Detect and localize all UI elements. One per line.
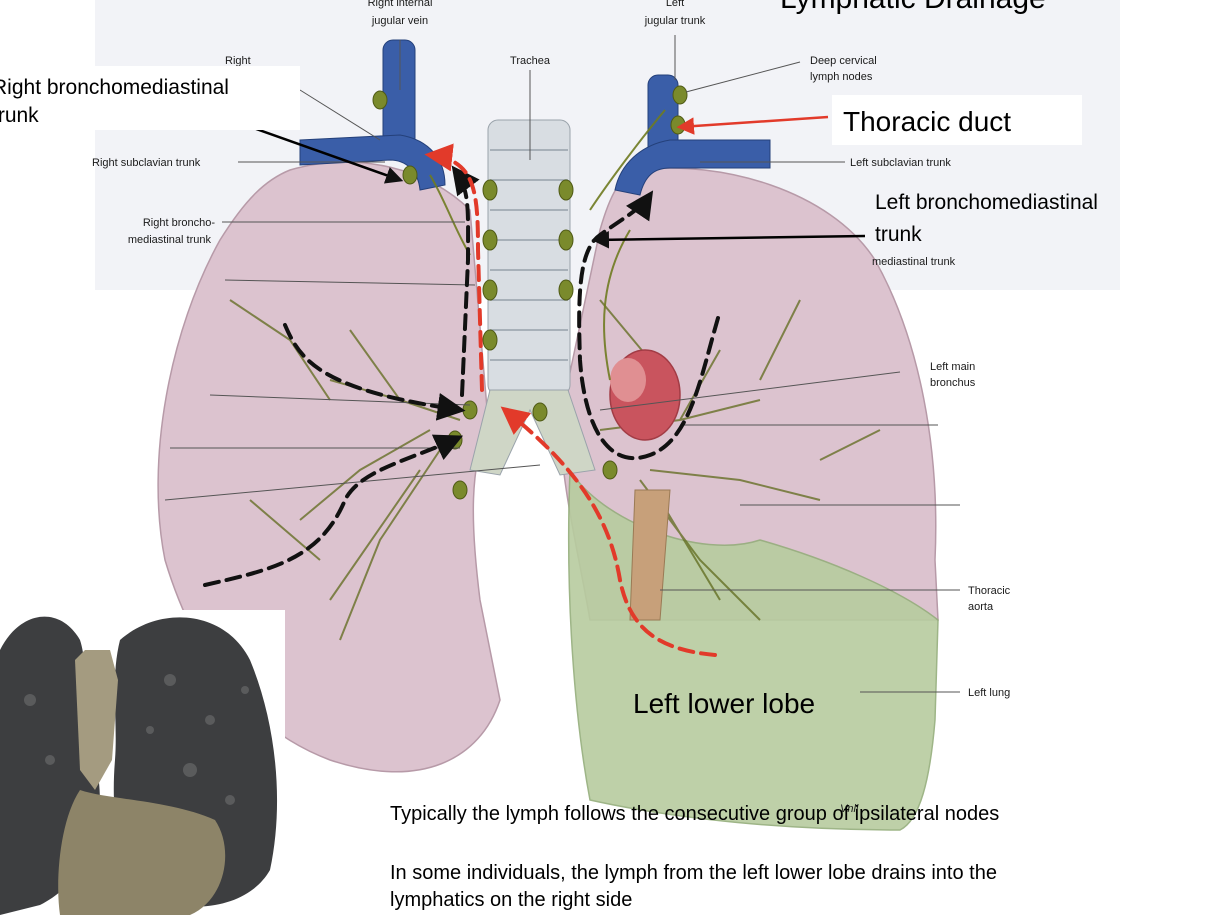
label-thoracic-aorta-2: aorta xyxy=(968,601,994,613)
notes: Typically the lymph follows the consecut… xyxy=(390,803,999,911)
left-path-black xyxy=(577,190,720,461)
label-left-jugular-trunk-2: jugular trunk xyxy=(644,15,706,27)
callout-left-lower-lobe: Left lower lobe xyxy=(633,688,815,719)
lung-specimen-photo xyxy=(0,610,285,918)
aortic-arch-lumen xyxy=(610,358,646,402)
veins xyxy=(299,39,771,196)
leader-lines xyxy=(164,35,960,693)
label-right-internal-jugular-vein-1: Right internal xyxy=(368,0,433,9)
label-trachea: Trachea xyxy=(510,55,551,67)
page-title: Lymphatic Drainage xyxy=(780,0,1046,15)
callouts: Right bronchomediastinal trunk Thoracic … xyxy=(0,66,1098,719)
label-left-jugular-trunk-1: Left xyxy=(666,0,684,9)
right-ascending-path-black xyxy=(451,165,480,397)
label-mediastinal-trunk: mediastinal trunk xyxy=(872,256,956,268)
thoracic-aorta xyxy=(629,489,671,621)
note-typical-drainage: Typically the lymph follows the consecut… xyxy=(390,803,999,825)
callout-right-bronchomediastinal-1: Right bronchomediastinal xyxy=(0,76,229,99)
callout-left-bronchomediastinal-1: Left bronchomediastinal xyxy=(875,191,1098,214)
drainage-paths xyxy=(203,143,720,657)
right-crossover-path-red xyxy=(424,143,484,392)
label-right-bronchomediastinal-2: mediastinal trunk xyxy=(128,234,212,246)
note-contralateral-1: In some individuals, the lymph from the … xyxy=(390,862,997,884)
left-lower-lobe-path-red xyxy=(500,406,717,657)
label-deep-cervical-2: lymph nodes xyxy=(810,71,873,83)
right-lower-path-black xyxy=(203,434,464,587)
thoracic-duct-callout-arrow xyxy=(676,115,829,135)
label-right-subclavian-trunk: Right subclavian trunk xyxy=(92,157,201,169)
note-contralateral-2: lymphatics on the right side xyxy=(390,889,632,911)
label-thoracic-aorta-1: Thoracic xyxy=(968,585,1011,597)
right-upper-path-black xyxy=(283,323,466,421)
callout-right-bronchomediastinal-2: trunk xyxy=(0,104,39,127)
label-right-bronchomediastinal-1: Right broncho- xyxy=(143,217,215,229)
label-right-internal-jugular-vein-2: jugular vein xyxy=(371,15,428,27)
label-deep-cervical-1: Deep cervical xyxy=(810,55,877,67)
label-left-main-bronchus-2: bronchus xyxy=(930,377,976,389)
label-left-lung: Left lung xyxy=(968,687,1010,699)
right-trunk-callout-arrow xyxy=(244,123,404,184)
atlas-labels: Right internal jugular vein Left jugular… xyxy=(92,0,1011,815)
label-left-subclavian-trunk: Left subclavian trunk xyxy=(850,157,951,169)
artist-signature: Vnll xyxy=(840,803,859,815)
callout-left-bronchomediastinal-2: trunk xyxy=(875,223,922,246)
left-trunk-callout-arrow xyxy=(591,231,866,249)
label-left-main-bronchus-1: Left main xyxy=(930,361,975,373)
callout-thoracic-duct: Thoracic duct xyxy=(843,106,1011,137)
label-right-stub: Right xyxy=(225,55,251,67)
lymph-vessels xyxy=(429,109,666,381)
